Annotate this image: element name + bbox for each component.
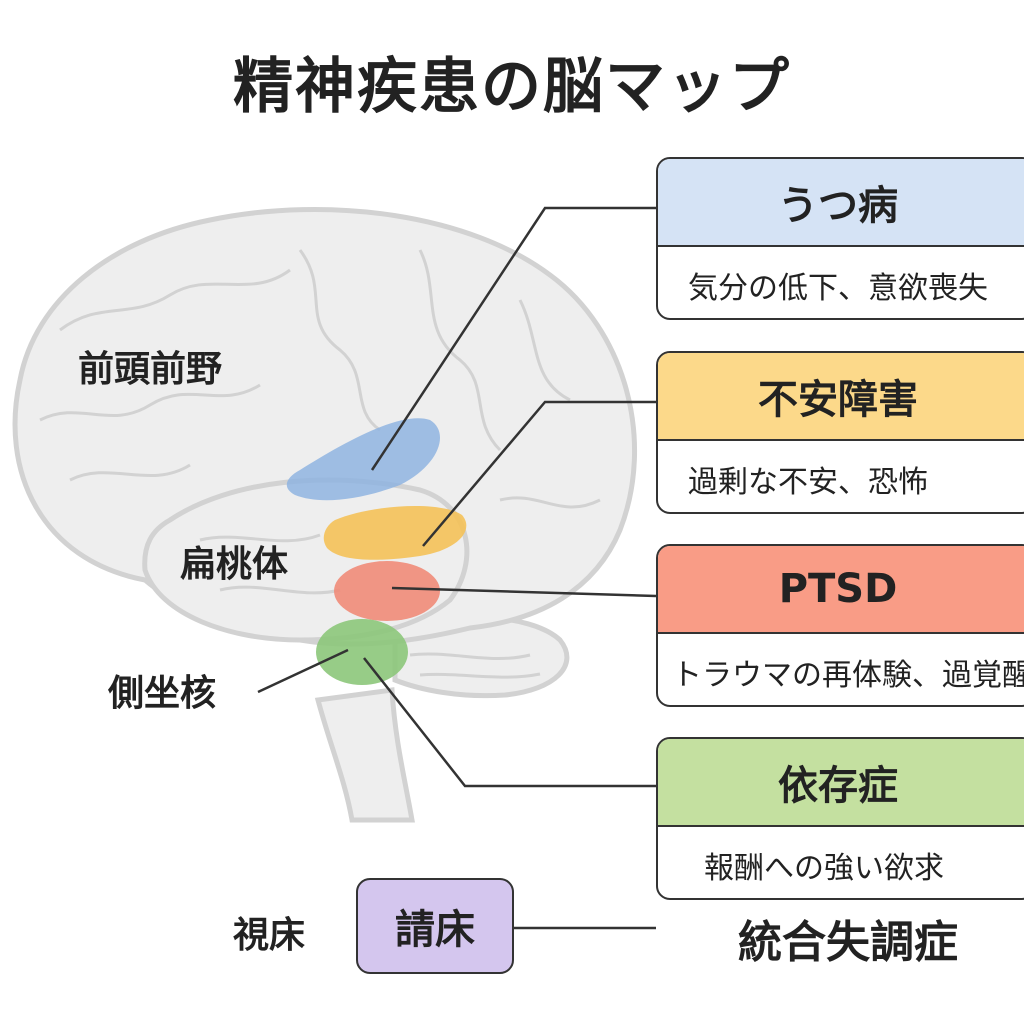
addiction-connector xyxy=(363,657,656,788)
addiction-card-description: 報酬への強い欲求 xyxy=(704,850,944,886)
depression-region-blob xyxy=(286,418,440,501)
nucleus-accumbens-label: 側坐核 xyxy=(108,673,217,714)
depression-card-title: うつ病 xyxy=(658,159,1024,247)
thalamus-box: 請床 xyxy=(356,878,514,974)
accumbens-connector xyxy=(257,648,349,694)
anxiety-card: 不安障害 過剰な不安、恐怖 xyxy=(656,351,1024,514)
anxiety-card-description: 過剰な不安、恐怖 xyxy=(688,464,928,500)
thalamus-label: 視床 xyxy=(233,915,306,956)
depression-connector xyxy=(370,206,656,471)
page-title: 精神疾患の脳マップ xyxy=(233,52,791,122)
ptsd-region-blob xyxy=(334,561,440,621)
depression-card: うつ病 気分の低下、意欲喪失 xyxy=(656,157,1024,320)
prefrontal-cortex-label: 前頭前野 xyxy=(78,349,223,390)
brain-stem xyxy=(314,687,415,823)
anxiety-region-blob xyxy=(323,505,467,560)
anxiety-card-title: 不安障害 xyxy=(658,353,1024,441)
ptsd-card-title: PTSD xyxy=(658,546,1024,634)
schizophrenia-label: 統合失調症 xyxy=(738,917,958,968)
ptsd-card-description: トラウマの再体験、過覚醒 xyxy=(672,657,1024,693)
ptsd-card: PTSD トラウマの再体験、過覚醒 xyxy=(656,544,1024,707)
anxiety-connector xyxy=(422,400,656,547)
addiction-card: 依存症 報酬への強い欲求 xyxy=(656,737,1024,900)
addiction-card-title: 依存症 xyxy=(658,739,1024,827)
depression-card-description: 気分の低下、意欲喪失 xyxy=(688,270,988,306)
brain-folds xyxy=(39,249,601,679)
addiction-region-blob xyxy=(316,619,408,685)
amygdala-label: 扁桃体 xyxy=(180,544,289,585)
connector-lines xyxy=(257,206,657,930)
ptsd-connector xyxy=(391,586,657,598)
